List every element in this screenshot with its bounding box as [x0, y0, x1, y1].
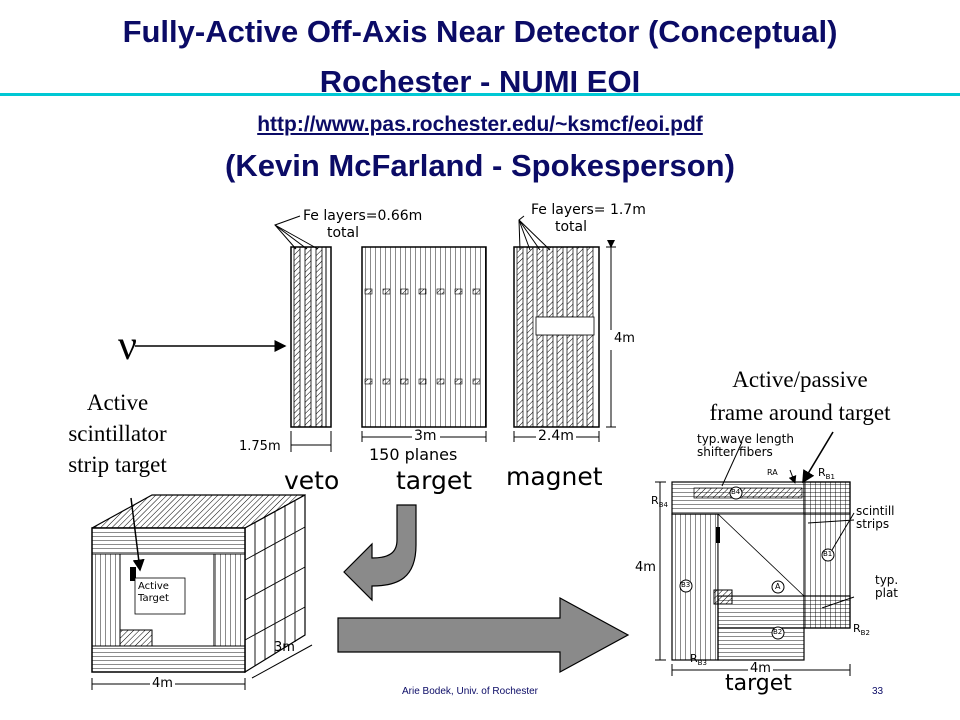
- frame-pointer: [802, 431, 834, 484]
- r-b4-label: RB4: [651, 494, 668, 510]
- target-width-label: 3m: [414, 428, 437, 444]
- footer-author: Arie Bodek, Univ. of Rochester: [402, 686, 538, 697]
- marker-b1: B1: [823, 550, 833, 558]
- eoi-link-line: http://www.pas.rochester.edu/~ksmcf/eoi.…: [0, 113, 960, 137]
- neutrino-symbol: ν: [118, 323, 137, 369]
- scintillator-strips-label: scintill strips: [856, 504, 895, 531]
- marker-b2: B2: [773, 628, 783, 636]
- planes-label: 150 planes: [369, 445, 458, 464]
- section-target-label: target: [725, 671, 792, 696]
- curved-arrow: [343, 504, 417, 602]
- iso-3m-label: 3m: [274, 640, 295, 655]
- section-4m-height-label: 4m: [635, 560, 656, 575]
- title-rule: [0, 93, 960, 96]
- r-b1-label: RB1: [818, 466, 835, 482]
- height-dimension: [606, 240, 616, 428]
- fe-layers-veto-label: Fe layers=0.66m: [303, 208, 423, 224]
- r-a-label: RA: [767, 468, 778, 477]
- fe-layers-magnet-label: Fe layers= 1.7m: [531, 202, 646, 218]
- magnet-label: magnet: [506, 462, 603, 491]
- r-b2-label: RB2: [853, 622, 870, 638]
- iso-4m-label: 4m: [150, 676, 175, 691]
- veto-label: veto: [284, 466, 340, 495]
- marker-b4: B4: [731, 488, 741, 496]
- target-module: [361, 246, 487, 428]
- marker-b3: B3: [681, 581, 691, 589]
- veto-width-label: 1.75m: [239, 439, 281, 454]
- active-passive-frame-label: Active/passive frame around target: [709, 367, 891, 425]
- veto-module: [290, 246, 332, 428]
- section-4m-width-label: 4m: [748, 661, 773, 676]
- fe-leader-lines: [274, 215, 551, 251]
- fe-layers-magnet-total: total: [555, 219, 588, 235]
- active-target-box-label: Active Target: [138, 581, 169, 604]
- slide-title-line-1: Fully-Active Off-Axis Near Detector (Con…: [122, 14, 838, 49]
- fe-layers-veto-total: total: [327, 225, 360, 241]
- r-b3-label: RB3: [690, 652, 707, 668]
- cross-section-detector: [655, 441, 855, 676]
- eoi-link[interactable]: http://www.pas.rochester.edu/~ksmcf/eoi.…: [257, 113, 703, 136]
- fiber-label: typ.wave length shifter fibers: [697, 432, 794, 459]
- target-label: target: [396, 466, 473, 495]
- plat-label: typ. plat: [875, 573, 899, 600]
- page-number: 33: [872, 686, 884, 697]
- big-right-arrow: [337, 596, 630, 674]
- magnet-module: [513, 246, 600, 428]
- magnet-width-label: 2.4m: [538, 428, 574, 444]
- isometric-detector: [91, 493, 313, 690]
- width-dimensions: [290, 431, 600, 452]
- active-strip-target-label: Active scintillator strip target: [68, 390, 167, 477]
- marker-a: A: [775, 582, 781, 591]
- height-4m-label: 4m: [614, 331, 635, 346]
- strip-pointer: [130, 497, 145, 572]
- slide-title-line-2: Rochester - NUMI EOI: [319, 64, 641, 99]
- slide-title-line-4: (Kevin McFarland - Spokesperson): [225, 148, 735, 183]
